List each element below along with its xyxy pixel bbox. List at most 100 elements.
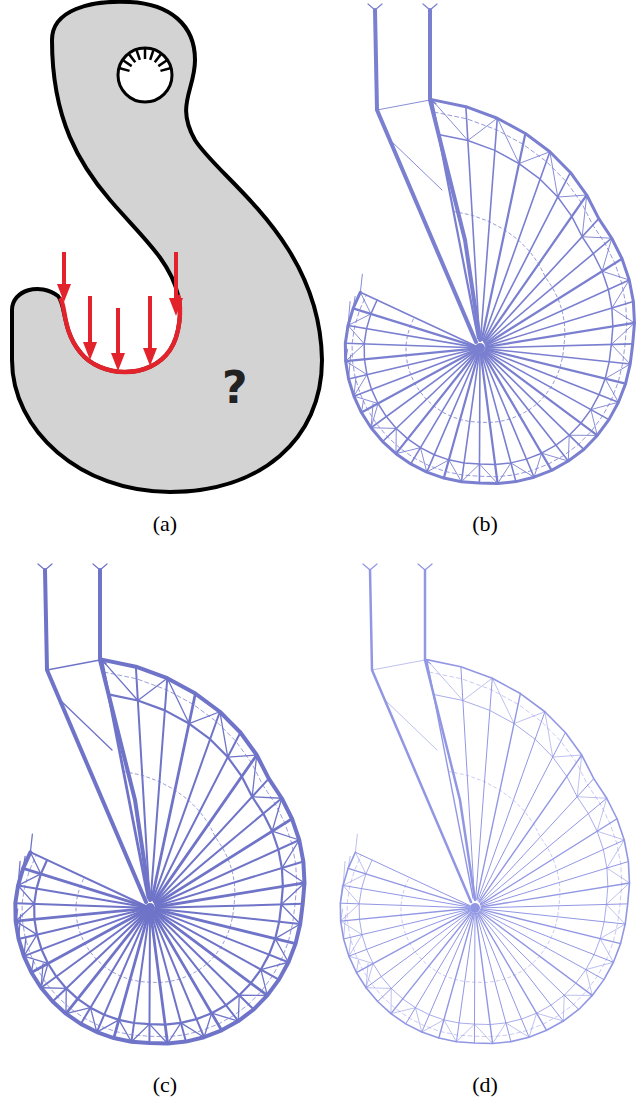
- truss-chord: [364, 134, 613, 464]
- truss-chord: [34, 694, 283, 1024]
- truss-member: [597, 798, 607, 831]
- truss-member: [15, 885, 17, 903]
- truss-member: [97, 1020, 119, 1032]
- truss-member: [498, 463, 511, 484]
- truss-member: [582, 195, 587, 237]
- truss-member: [558, 195, 587, 197]
- truss-member: [481, 910, 614, 962]
- truss-member: [478, 712, 545, 900]
- truss-member: [24, 938, 26, 956]
- load-arrowhead: [111, 353, 125, 371]
- load-arrowhead: [143, 348, 157, 366]
- truss-member: [391, 1008, 416, 1014]
- truss-member: [138, 678, 167, 700]
- truss-member: [390, 988, 391, 1013]
- truss-member: [602, 238, 612, 271]
- truss-member: [355, 834, 357, 852]
- truss-member: [252, 797, 282, 799]
- support-hatch: [123, 61, 131, 67]
- truss-chord: [359, 694, 608, 1024]
- support-hatch: [129, 54, 135, 62]
- truss-member: [480, 911, 593, 995]
- truss-member: [353, 296, 355, 308]
- panel-caption: (a): [153, 511, 177, 537]
- support-cap: [423, 4, 437, 10]
- truss-member: [422, 913, 473, 1032]
- load-arrow: [116, 308, 120, 357]
- truss-member: [340, 885, 342, 903]
- truss-member: [468, 118, 497, 140]
- truss-member: [344, 909, 470, 939]
- truss-member: [430, 100, 436, 104]
- truss-member: [16, 909, 18, 921]
- truss-member: [529, 1013, 537, 1037]
- truss-member: [344, 915, 346, 939]
- truss-member: [479, 912, 579, 1009]
- truss-member: [611, 344, 630, 364]
- truss-hub: [470, 903, 480, 913]
- truss-member: [341, 909, 470, 922]
- truss-chord: [375, 10, 476, 342]
- support-hatch: [150, 50, 153, 59]
- truss-member: [479, 732, 566, 900]
- truss-d: [340, 564, 629, 1044]
- truss-member: [181, 1023, 204, 1037]
- truss-member: [212, 1013, 239, 1021]
- truss-member: [586, 970, 592, 996]
- truss-member: [371, 427, 396, 429]
- truss-member: [422, 1020, 444, 1032]
- load-arrowhead: [169, 298, 183, 316]
- truss-member: [564, 995, 592, 996]
- truss-member: [506, 1023, 529, 1037]
- truss-member: [612, 280, 629, 308]
- support-hatch: [120, 68, 130, 71]
- truss-member: [607, 840, 624, 868]
- support-hatch: [155, 54, 161, 62]
- support-cap: [363, 564, 377, 570]
- truss-member: [66, 1008, 91, 1014]
- truss-member: [477, 913, 529, 1037]
- truss-member: [582, 237, 612, 239]
- truss-member: [481, 819, 617, 905]
- truss-member: [480, 911, 604, 980]
- truss-chord: [370, 570, 471, 902]
- truss-member: [372, 660, 425, 670]
- truss-member: [553, 755, 582, 757]
- truss-member: [272, 798, 282, 831]
- truss-member: [597, 831, 624, 840]
- support-cap: [368, 4, 382, 10]
- load-arrow: [148, 296, 152, 352]
- truss-member: [31, 961, 33, 973]
- truss-member: [577, 755, 582, 797]
- truss-member: [356, 961, 358, 973]
- truss-member: [481, 909, 625, 924]
- truss-member: [606, 883, 629, 904]
- truss-member: [354, 375, 367, 397]
- truss-member: [239, 995, 267, 996]
- truss-member: [60, 700, 112, 750]
- truss-member: [406, 913, 472, 1024]
- truss-member: [493, 1023, 506, 1044]
- truss-chord: [425, 570, 475, 900]
- truss-member: [371, 404, 373, 428]
- load-arrowhead: [83, 342, 97, 360]
- truss-member: [23, 856, 25, 868]
- truss-c: [15, 564, 304, 1044]
- truss-member: [461, 667, 475, 899]
- truss-member: [282, 868, 305, 883]
- truss-member: [30, 852, 41, 874]
- truss-member: [41, 963, 48, 987]
- truss-member: [348, 325, 364, 343]
- truss-member: [480, 779, 594, 903]
- truss-member: [444, 1020, 457, 1042]
- truss-member: [591, 410, 597, 436]
- support-hatch: [144, 49, 147, 59]
- truss-member: [481, 862, 628, 907]
- support-cap: [38, 564, 52, 570]
- hook-shape: [0, 0, 330, 500]
- truss-member: [366, 987, 391, 989]
- truss-member: [366, 911, 471, 988]
- truss-member: [569, 435, 597, 436]
- truss-member: [149, 1024, 167, 1043]
- truss-member: [346, 349, 348, 361]
